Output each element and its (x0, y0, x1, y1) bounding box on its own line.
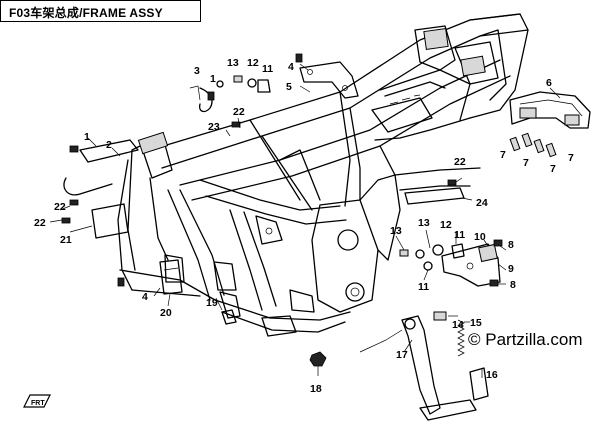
callout-22: 22 (233, 106, 245, 118)
callout-5: 5 (286, 81, 292, 93)
callout-12: 12 (440, 219, 452, 231)
part-3-clip (199, 87, 213, 113)
part-17-side-stand (401, 315, 477, 421)
part-2-bracket (79, 139, 139, 163)
fasteners-lower (399, 243, 465, 271)
front-marker-text: FRT (31, 400, 45, 407)
part-9-10-bracket (441, 243, 501, 287)
part-20-plate (159, 259, 183, 295)
main-frame (117, 13, 529, 337)
callout-24: 24 (476, 197, 488, 209)
part-6-rear-bracket (509, 91, 591, 129)
callout-10: 10 (474, 231, 486, 243)
bolts-1-4 (69, 53, 303, 287)
callout-13: 13 (418, 217, 430, 229)
callout-17: 17 (396, 349, 408, 361)
callout-16: 16 (486, 369, 498, 381)
callout-12: 12 (247, 57, 259, 69)
callout-22: 22 (54, 201, 66, 213)
part-1-hook (63, 177, 113, 196)
part-18-nut (309, 351, 327, 367)
callout-2: 2 (106, 139, 112, 151)
part-15-spring (457, 319, 465, 357)
bolts-7 (509, 132, 557, 158)
part-14-bolt (433, 311, 447, 321)
front-direction-icon: FRT (23, 394, 51, 408)
part-5-bracket (299, 61, 359, 99)
callout-11: 11 (418, 281, 429, 293)
callout-11: 11 (454, 229, 465, 241)
callout-7: 7 (568, 152, 574, 164)
callout-labels: 3 1 13 12 11 4 5 22 23 6 7 7 7 7 1 2 22 … (34, 57, 574, 395)
callout-11: 11 (262, 63, 273, 75)
callout-7: 7 (523, 157, 529, 169)
callout-22: 22 (34, 217, 46, 229)
callout-4: 4 (288, 61, 294, 73)
callout-14: 14 (452, 319, 464, 331)
callout-22: 22 (454, 156, 466, 168)
callout-18: 18 (310, 383, 322, 395)
callout-7: 7 (500, 149, 506, 161)
title-box: F03车架总成/FRAME ASSY (0, 0, 201, 22)
callout-1: 1 (84, 131, 90, 143)
callout-19: 19 (206, 297, 218, 309)
part-21-plate (91, 203, 129, 239)
callout-20: 20 (160, 307, 172, 319)
bolts-8 (489, 239, 503, 287)
fasteners-upper (216, 75, 271, 93)
callout-8: 8 (510, 279, 516, 291)
part-19-bolt (221, 309, 237, 325)
callout-1: 1 (210, 73, 216, 85)
part-16-sleeve (469, 367, 489, 401)
leader-lines (49, 63, 561, 378)
callout-6: 6 (546, 77, 552, 89)
callout-3: 3 (194, 65, 200, 77)
callout-4: 4 (142, 291, 148, 303)
watermark: © Partzilla.com (468, 330, 583, 349)
part-24-plate (404, 187, 465, 205)
bolts-22 (61, 121, 457, 224)
callout-13: 13 (390, 225, 402, 237)
callout-15: 15 (470, 317, 482, 329)
callout-8: 8 (508, 239, 514, 251)
callout-21: 21 (60, 234, 72, 246)
callout-23: 23 (208, 121, 220, 133)
callout-13: 13 (227, 57, 239, 69)
callout-7: 7 (550, 163, 556, 175)
diagram-title: F03车架总成/FRAME ASSY (9, 6, 163, 20)
callout-9: 9 (508, 263, 514, 275)
